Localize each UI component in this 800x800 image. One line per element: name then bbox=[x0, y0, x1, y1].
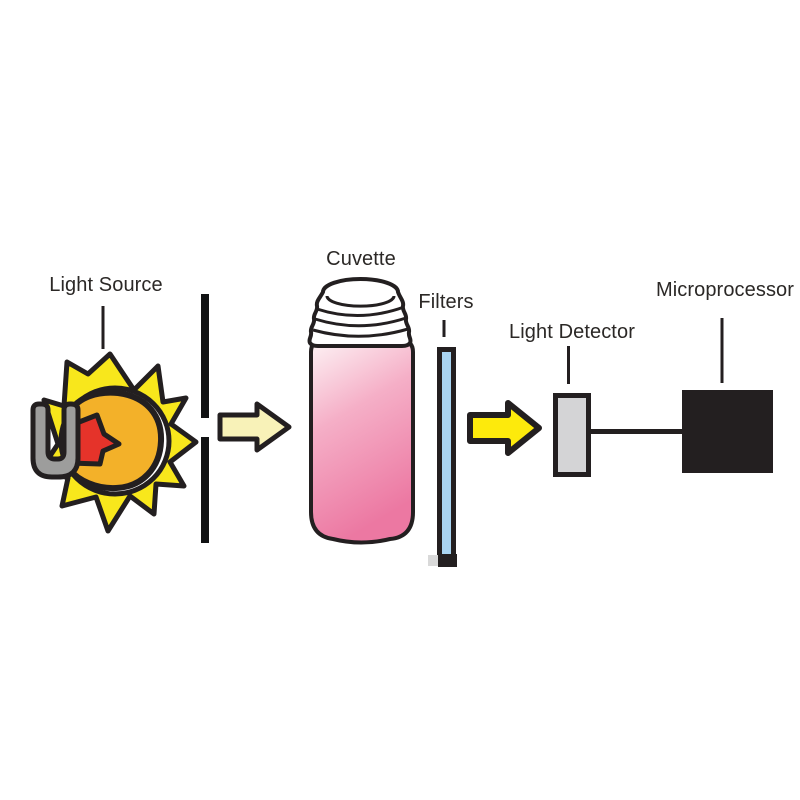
cuvette-cap bbox=[307, 277, 413, 348]
cuvette-cap-ridge-1 bbox=[316, 305, 405, 317]
filter-base-shadow bbox=[428, 555, 439, 566]
light-detector-label: Light Detector bbox=[509, 321, 635, 343]
microprocessor-label: Microprocessor bbox=[655, 279, 795, 301]
light-detector-box bbox=[553, 393, 591, 477]
socket-icon bbox=[30, 401, 81, 480]
filter-strip bbox=[437, 347, 456, 559]
filter-base bbox=[438, 554, 457, 567]
light-source-label: Light Source bbox=[49, 274, 163, 296]
cuvette-cap-ridge-3 bbox=[312, 327, 409, 338]
cuvette-bottle bbox=[309, 339, 415, 545]
cuvette-cap-ridge-2 bbox=[314, 316, 407, 328]
beam-arrow-yellow-icon bbox=[467, 400, 542, 456]
slit-top-bar bbox=[201, 294, 209, 418]
cuvette-label: Cuvette bbox=[326, 248, 396, 270]
microprocessor-box bbox=[682, 390, 773, 473]
beam-arrow-pale-icon bbox=[217, 401, 292, 453]
slit-bottom-bar bbox=[201, 437, 209, 543]
filters-label: Filters bbox=[418, 291, 474, 313]
cuvette-cap-rim bbox=[325, 295, 396, 308]
